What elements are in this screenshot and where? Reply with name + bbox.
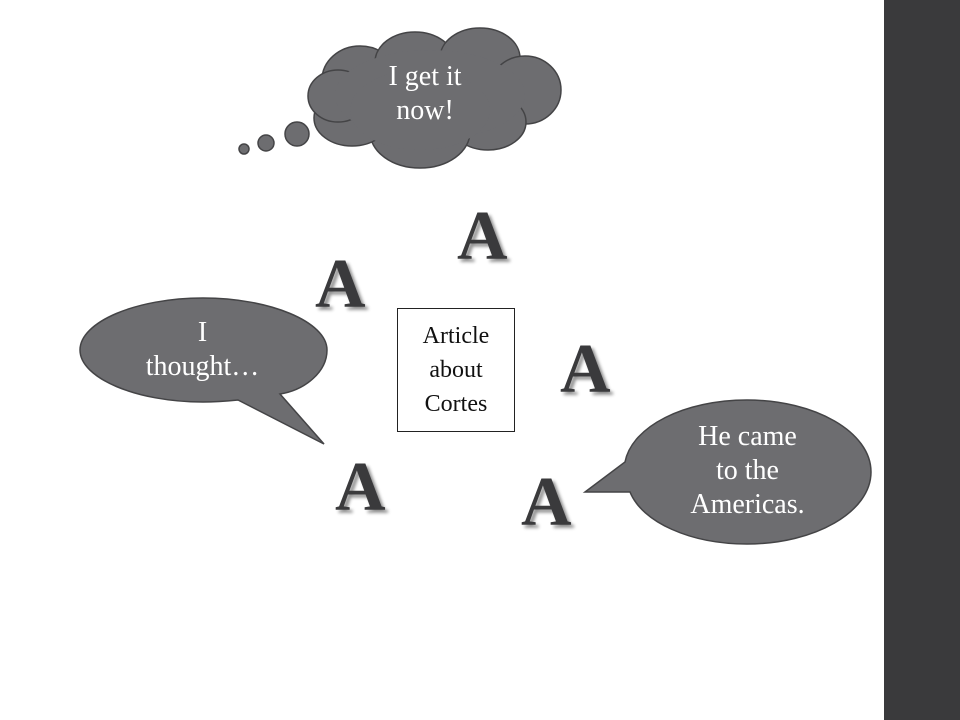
speech-bubble-left	[79, 297, 328, 445]
letter-a-lower-left: A	[335, 449, 386, 526]
letter-a-top: A	[457, 198, 508, 275]
speech-bubble-right-shape	[582, 399, 872, 545]
thought-trail-dot-large	[284, 121, 310, 147]
speech-bubble-right	[582, 399, 872, 545]
right-sidebar-bar	[884, 0, 960, 720]
speech-bubble-left-text: I thought…	[145, 317, 260, 382]
article-about-cortes-box: Article about Cortes	[397, 308, 515, 432]
letter-a-right: A	[560, 331, 611, 408]
letter-a-upper-left: A	[315, 246, 366, 323]
letter-a-lower-right: A	[521, 464, 572, 541]
thought-trail-dot-small	[238, 143, 250, 155]
thought-bubble-text: I get it now!	[388, 61, 462, 126]
thought-trail-dot-medium	[257, 134, 275, 152]
speech-bubble-left-shape	[79, 297, 328, 445]
thought-bubble	[238, 27, 562, 169]
speech-bubble-right-text: He came to the Americas.	[690, 421, 805, 520]
